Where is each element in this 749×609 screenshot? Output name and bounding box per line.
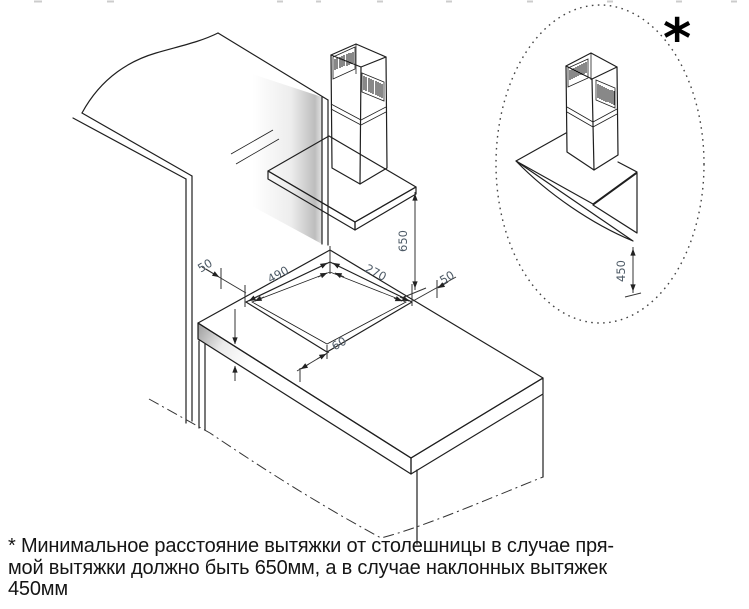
wall-corner-verticals: [185, 175, 193, 424]
dim-490-arrow4: [317, 272, 328, 279]
countertop-front-right-face: [410, 377, 544, 475]
vent-grille-left-icon: [334, 52, 354, 70]
vent-grille-right-frame: [361, 72, 385, 102]
wall-torn-edge: [81, 32, 219, 114]
cutout-inner-rim: [251, 271, 407, 345]
chimney-duct: [330, 43, 388, 185]
dim-270-arrow4: [393, 296, 403, 302]
footnote-line-2: мой вытяжки должно быть 650мм, а в случа…: [8, 556, 607, 579]
chimney-front-corner: [359, 66, 362, 185]
dim-490-arrow2: [317, 262, 328, 269]
inset-ellipse: [495, 4, 705, 324]
dim-60-arrow2: [300, 363, 310, 370]
wall-cut-verticals: [321, 96, 329, 246]
dim-50l-arrow: [205, 268, 220, 278]
wall-top-edge: [217, 32, 329, 101]
dim-270-arrow3: [334, 272, 345, 279]
inset-chimney-seam: [566, 106, 618, 128]
inclined-hood-top-fill: [516, 129, 637, 204]
dim-650-tick: [403, 287, 427, 298]
wall: [72, 32, 329, 424]
footnote: * Минимальное расстояние вытяжки от стол…: [8, 535, 746, 601]
inset-chimney: [565, 52, 619, 171]
dim-50l-label: 50: [195, 256, 215, 276]
countertop: [197, 249, 544, 475]
dim-450-tick: [624, 292, 642, 298]
chimney-seam: [330, 103, 387, 126]
dim-270-arrow1: [332, 262, 343, 269]
dim-450-label: 450: [614, 260, 628, 282]
dim-60-ticks: [299, 345, 328, 382]
dim-60-label: 60: [329, 334, 349, 353]
inset-chimney-front-corner: [591, 78, 595, 171]
footnote-line-3: 450мм: [8, 578, 68, 600]
countertop-left-shadow: [198, 323, 411, 474]
asterisk-marker: *: [663, 7, 691, 70]
vent-grille-right-icon: [363, 76, 383, 98]
wall-junction-lines: [230, 129, 280, 165]
inset-vent-right-icon: [597, 84, 615, 105]
inclined-glass-panel: [515, 160, 634, 242]
cabinet-break-line: [148, 398, 544, 539]
dim-490-ticks: [244, 246, 331, 307]
inset-vent-left-icon: [569, 62, 587, 80]
chimney-rim: [330, 54, 387, 68]
wall-left-edge: [72, 112, 193, 180]
inclined-hood-inset: * 450: [495, 4, 705, 324]
dim-50r-label: 50: [437, 268, 457, 288]
dim-60-arrow1: [316, 353, 327, 360]
inset-vent-left-frame: [567, 58, 589, 88]
dim-50r-arrow: [437, 281, 449, 289]
chimney-body: [330, 43, 388, 185]
base-cabinet: [148, 340, 544, 545]
inset-vent-right-frame: [595, 79, 616, 109]
footnote-line-1: * Минимальное расстояние вытяжки от стол…: [8, 535, 614, 557]
dim-490-arrow3: [254, 295, 265, 302]
inclined-hood-right-face: [592, 172, 638, 234]
dim-50r-leader: [412, 276, 457, 302]
vent-grille-left-frame: [332, 46, 356, 80]
canopy-right-edge-face: [354, 186, 417, 231]
inclined-hood-top-edges: [515, 132, 638, 205]
dim-650-label: 650: [396, 230, 410, 252]
cabinet-edges: [198, 340, 544, 545]
wall-shading: [252, 74, 322, 244]
